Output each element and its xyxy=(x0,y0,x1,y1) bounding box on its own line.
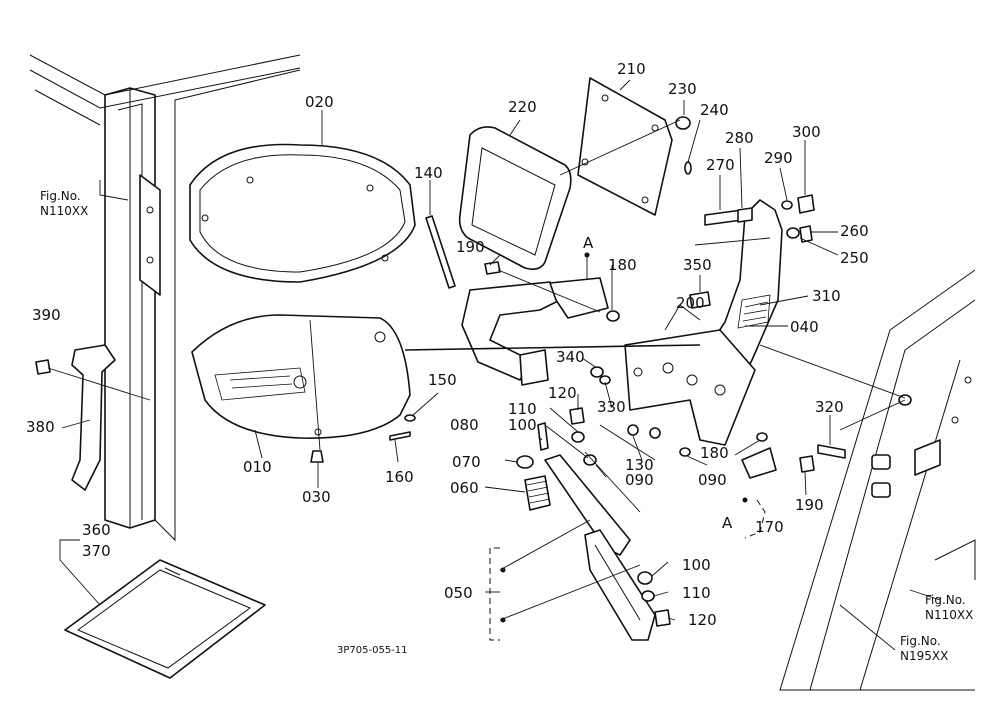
callout-140: 140 xyxy=(414,164,443,182)
callout-120-a: 120 xyxy=(548,384,577,402)
figure-ref-right-line2: N110XX xyxy=(925,608,973,622)
operator-manual-part xyxy=(64,559,266,679)
callout-310: 310 xyxy=(812,287,841,305)
callout-080: 080 xyxy=(450,416,479,434)
callout-110-a: 110 xyxy=(508,400,537,418)
callout-320: 320 xyxy=(815,398,844,416)
callout-100-a: 100 xyxy=(508,416,537,434)
callout-350: 350 xyxy=(683,256,712,274)
callout-360: 360 xyxy=(82,521,111,539)
callout-290: 290 xyxy=(764,149,793,167)
callout-230: 230 xyxy=(668,80,697,98)
bracket-part xyxy=(624,199,783,446)
callout-260: 260 xyxy=(840,222,869,240)
callout-070: 070 xyxy=(452,453,481,471)
callout-180-a: 180 xyxy=(608,256,637,274)
callout-040: 040 xyxy=(790,318,819,336)
callout-220: 220 xyxy=(508,98,537,116)
callout-250: 250 xyxy=(840,249,869,267)
seat-pan-part xyxy=(191,314,411,439)
figure-ref-bottom-line1: Fig.No. xyxy=(900,634,941,648)
grab-handle-part xyxy=(35,344,116,491)
callout-labels: 010 020 030 040 050 060 070 080 090 090 … xyxy=(26,60,869,629)
callout-110-b: 110 xyxy=(682,584,711,602)
callout-390: 390 xyxy=(32,306,61,324)
ref-A-top: A xyxy=(583,234,594,252)
callout-330: 330 xyxy=(597,398,626,416)
ref-A-bottom: A xyxy=(722,514,733,532)
figure-ref-left-line2: N110XX xyxy=(40,204,88,218)
callout-180-b: 180 xyxy=(700,444,729,462)
callout-270: 270 xyxy=(706,156,735,174)
seat-cushion-part xyxy=(189,143,416,283)
frame-wall xyxy=(779,269,976,691)
callout-190-a: 190 xyxy=(456,238,485,256)
callout-090-a: 090 xyxy=(625,471,654,489)
callout-370: 370 xyxy=(82,542,111,560)
callout-020: 020 xyxy=(305,93,334,111)
bracket-hardware xyxy=(569,194,912,473)
callout-030: 030 xyxy=(302,488,331,506)
callout-120-b: 120 xyxy=(688,611,717,629)
callout-300: 300 xyxy=(792,123,821,141)
callout-050: 050 xyxy=(444,584,473,602)
callout-340: 340 xyxy=(556,348,585,366)
callout-060: 060 xyxy=(450,479,479,497)
backrest-part xyxy=(458,126,572,270)
leader-lines xyxy=(47,79,941,651)
callout-280: 280 xyxy=(725,129,754,147)
figure-ref-left-line1: Fig.No. xyxy=(40,189,81,203)
callout-190-b: 190 xyxy=(795,496,824,514)
callout-200: 200 xyxy=(676,294,705,312)
callout-240: 240 xyxy=(700,101,729,119)
frame-post xyxy=(29,54,301,542)
callout-130: 130 xyxy=(625,456,654,474)
callout-100-b: 100 xyxy=(682,556,711,574)
callout-150: 150 xyxy=(428,371,457,389)
seat-hardware xyxy=(310,215,456,463)
figure-ref-right-line1: Fig.No. xyxy=(925,593,966,607)
group-brackets xyxy=(489,252,766,641)
backrest-plate-part xyxy=(577,77,692,216)
callout-160: 160 xyxy=(385,468,414,486)
figure-ref-bottom-line2: N195XX xyxy=(900,649,948,663)
callout-170: 170 xyxy=(755,518,784,536)
callout-010: 010 xyxy=(243,458,272,476)
callout-210: 210 xyxy=(617,60,646,78)
callout-090-b: 090 xyxy=(698,471,727,489)
figure-references: Fig.No. N110XX Fig.No. N110XX Fig.No. N1… xyxy=(40,189,973,663)
drawing-code: 3P705-055-11 xyxy=(337,645,408,656)
callout-380: 380 xyxy=(26,418,55,436)
seat-belt-part xyxy=(461,261,777,479)
